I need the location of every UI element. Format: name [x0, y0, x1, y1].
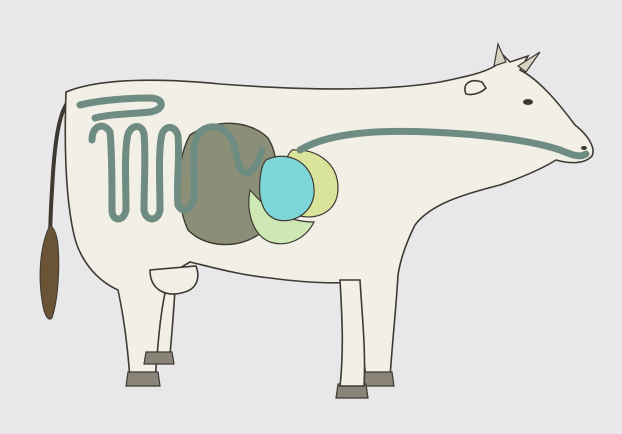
eye — [523, 99, 533, 105]
hoof-hind-far — [144, 352, 174, 364]
nostril — [581, 146, 587, 150]
hoof-hind-near — [126, 372, 160, 386]
fore-leg-near — [340, 280, 365, 386]
